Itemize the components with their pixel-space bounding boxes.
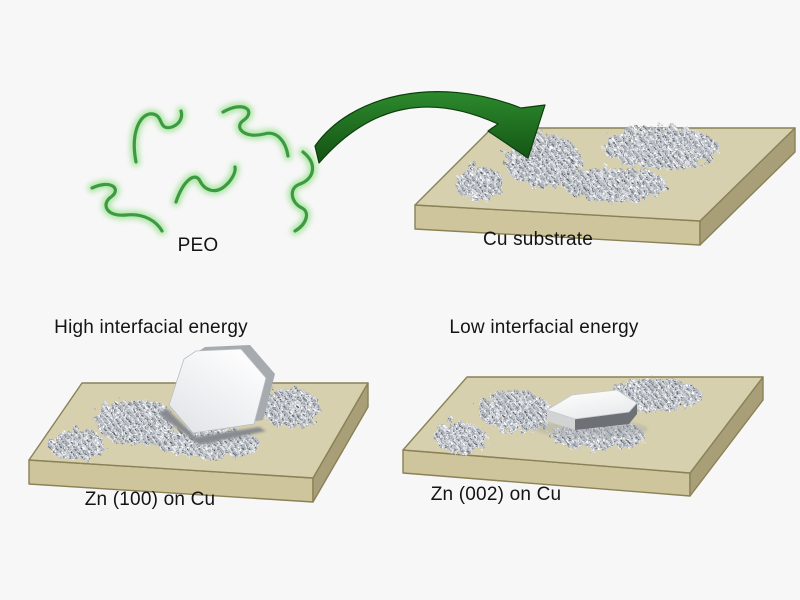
crystal-front-edge	[575, 403, 637, 430]
peo-patch	[560, 165, 664, 199]
low-energy-title: Low interfacial energy	[449, 317, 639, 338]
peo-patch	[432, 420, 484, 450]
zn002-crystal	[536, 389, 648, 438]
substrate-peo-patches	[452, 124, 716, 199]
zn100-caption: Zn (100) on Cu	[84, 489, 216, 510]
zn100-crystal	[159, 345, 275, 445]
crystal-left-edge	[547, 410, 575, 430]
peo-patch	[258, 385, 318, 425]
peo-chain	[90, 105, 314, 233]
crystal-top-face	[546, 389, 638, 420]
peo-patch	[452, 164, 502, 198]
crystal-base-shadow	[159, 408, 266, 445]
high-energy-title: High interfacial energy	[54, 317, 248, 338]
deposition-arrow-icon	[314, 91, 546, 164]
peo-polymer-chains	[87, 102, 317, 236]
peo-patch	[46, 426, 102, 458]
zn002-caption: Zn (002) on Cu	[430, 484, 562, 505]
peo-patch	[600, 124, 716, 166]
peo-patch	[477, 388, 549, 430]
peo-chain-glow	[87, 102, 317, 236]
peo-patch	[93, 396, 173, 442]
crystal-front-face	[168, 348, 267, 434]
cu-substrate-caption: Cu substrate	[482, 229, 594, 250]
peo-caption: PEO	[177, 235, 219, 256]
